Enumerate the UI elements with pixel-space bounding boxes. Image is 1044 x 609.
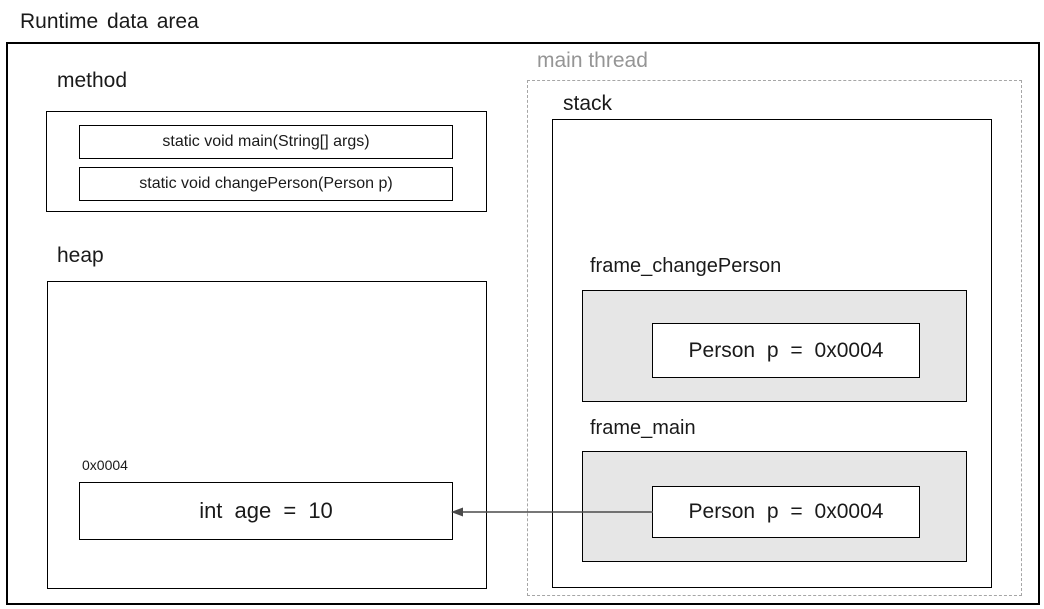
method-entry-changeperson-text: static void changePerson(Person p) (139, 175, 393, 192)
heap-box (47, 281, 487, 589)
reference-arrow-icon (451, 507, 653, 517)
frame-changeperson-variable: Person p = 0x0004 (688, 338, 884, 362)
stack-label: stack (563, 92, 613, 115)
method-entry-main: static void main(String[] args) (79, 125, 453, 159)
main-thread-box (527, 80, 1022, 596)
frame-main-label: frame_main (590, 417, 696, 439)
frame-main-variable-box: Person p = 0x0004 (652, 486, 920, 538)
method-area-label: method (57, 69, 128, 92)
heap-object-box: int age = 10 (79, 482, 453, 540)
frame-main-variable: Person p = 0x0004 (688, 500, 884, 523)
frame-changeperson-label: frame_changePerson (590, 255, 782, 277)
main-thread-label: main thread (537, 49, 648, 72)
method-area-box (46, 111, 487, 212)
heap-object-value: int age = 10 (199, 498, 333, 523)
method-entry-changeperson: static void changePerson(Person p) (79, 167, 453, 201)
runtime-data-area-box (6, 42, 1040, 605)
frame-changeperson-variable-box: Person p = 0x0004 (652, 323, 920, 378)
diagram-title: Runtime data area (20, 10, 199, 33)
heap-object-address: 0x0004 (82, 457, 128, 473)
method-entry-main-text: static void main(String[] args) (162, 133, 370, 150)
heap-label: heap (57, 244, 104, 267)
